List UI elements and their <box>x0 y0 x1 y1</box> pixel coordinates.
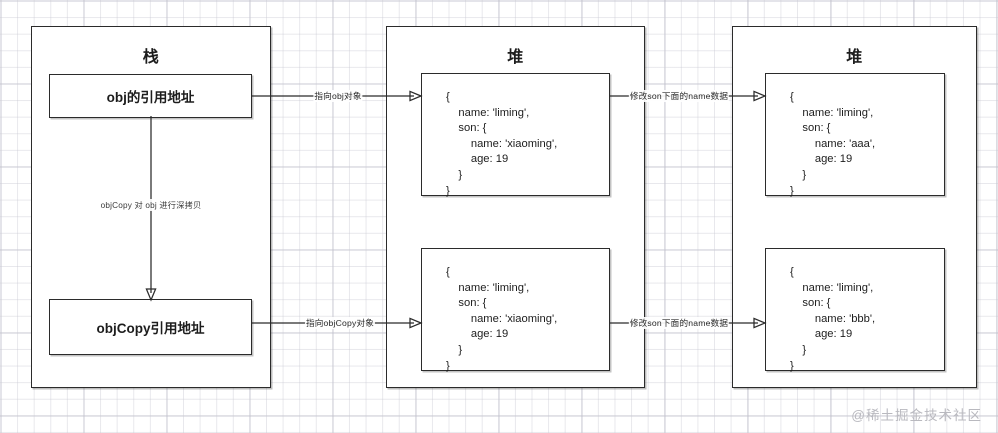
heap-modified-block-objcopy-code: { name: 'liming', son: { name: 'bbb', ag… <box>790 266 876 372</box>
edge-label-deep-copy: objCopy 对 obj 进行深拷贝 <box>99 199 203 211</box>
edge-label-obj-to-heap: 指向obj对象 <box>313 90 363 102</box>
heap-original-block-obj-code: { name: 'liming', son: { name: 'xiaoming… <box>446 91 558 197</box>
stack-box-objcopy-reference-label: objCopy引用地址 <box>96 321 205 336</box>
heap-modified-block-obj[interactable]: { name: 'liming', son: { name: 'aaa', ag… <box>765 73 945 197</box>
heap-modified-block-objcopy[interactable]: { name: 'liming', son: { name: 'bbb', ag… <box>765 248 945 372</box>
stack-box-obj-reference[interactable]: obj的引用地址 <box>49 74 252 118</box>
edge-label-objcopy-to-heap: 指向objCopy对象 <box>304 317 376 329</box>
heap-original-block-objcopy[interactable]: { name: 'liming', son: { name: 'xiaoming… <box>421 248 610 372</box>
heap-modified-block-obj-code: { name: 'liming', son: { name: 'aaa', ag… <box>790 91 876 197</box>
heap-modified-region-title: 堆 <box>846 49 863 66</box>
heap-original-block-obj[interactable]: { name: 'liming', son: { name: 'xiaoming… <box>421 73 610 197</box>
edge-label-modify-son-bottom: 修改son下面的name数据 <box>628 317 730 329</box>
stack-box-obj-reference-label: obj的引用地址 <box>106 90 195 105</box>
watermark: @稀土掘金技术社区 <box>851 408 982 423</box>
heap-original-block-objcopy-code: { name: 'liming', son: { name: 'xiaoming… <box>446 266 558 372</box>
heap-original-region-title: 堆 <box>507 49 524 66</box>
edge-label-modify-son-top: 修改son下面的name数据 <box>628 90 730 102</box>
stack-box-objcopy-reference[interactable]: objCopy引用地址 <box>49 299 252 355</box>
stack-region-title: 栈 <box>142 49 160 66</box>
